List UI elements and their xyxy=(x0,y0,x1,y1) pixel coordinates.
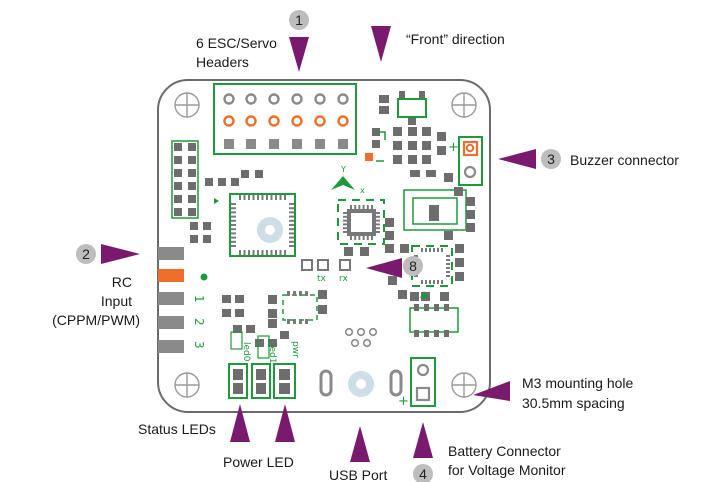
tx-label: tx xyxy=(317,274,327,284)
arrow-icon xyxy=(289,37,309,72)
left-components-outlines xyxy=(171,140,199,219)
battery-plus-label: + xyxy=(398,394,409,409)
callout-power-led: Power LED xyxy=(223,404,295,470)
arrow-icon xyxy=(275,404,295,442)
rc-pin-3-label: 3 xyxy=(192,341,206,349)
rc-input-pads: 1 2 3 xyxy=(158,247,208,353)
rx-label: rx xyxy=(339,274,348,284)
callout-mount-line2: 30.5mm spacing xyxy=(522,395,625,411)
axis-x-label: x xyxy=(360,186,365,195)
callout-mount-line1: M3 mounting hole xyxy=(522,375,634,391)
status-led-1 xyxy=(251,363,271,399)
front-direction-marker: Y x xyxy=(331,165,365,195)
arrow-icon xyxy=(498,149,536,169)
mounting-holes xyxy=(174,92,477,398)
callout-4-line2: for Voltage Monitor xyxy=(448,462,566,478)
callout-front: “Front” direction xyxy=(371,26,505,62)
callout-number-1-badge xyxy=(289,10,309,30)
rc-pin-1-label: 1 xyxy=(192,295,206,303)
callout-4-line1: Battery Connector xyxy=(448,443,561,459)
board: + Y xyxy=(157,79,491,413)
left-components xyxy=(174,143,263,243)
arrow-icon xyxy=(101,244,140,264)
callout-status-leds-label: Status LEDs xyxy=(138,421,216,437)
imu-chip xyxy=(337,199,385,245)
usb-port-pads xyxy=(319,327,403,397)
battery-connector-pads: + xyxy=(398,357,436,409)
callout-8: 8 xyxy=(366,256,423,278)
callout-1: 1 6 ESC/Servo Headers xyxy=(196,10,309,72)
callout-4: 4 Battery Connector for Voltage Monitor xyxy=(413,422,566,482)
main-mcu xyxy=(214,193,296,257)
uart-pads: tx rx xyxy=(301,259,351,284)
callout-number-2: 2 xyxy=(82,246,90,262)
esc-servo-headers xyxy=(213,83,357,155)
callout-usb: USB Port xyxy=(329,426,387,482)
status-led-0 xyxy=(228,363,248,399)
callout-power-led-label: Power LED xyxy=(223,454,294,470)
arrow-icon xyxy=(230,404,250,442)
callout-number-4: 4 xyxy=(419,466,427,482)
callout-number-3: 3 xyxy=(547,151,555,167)
callout-number-1: 1 xyxy=(295,12,303,28)
callout-1-line1: 6 ESC/Servo xyxy=(196,35,277,51)
led-area-components xyxy=(222,295,289,347)
callout-number-3-badge xyxy=(541,149,561,169)
led0-label: led0 xyxy=(241,342,251,362)
led-silk-labels: led0 led1 pwr xyxy=(230,331,300,363)
callout-2: 2 RC Input (CPPM/PWM) xyxy=(52,244,140,328)
pwr-label: pwr xyxy=(290,341,300,358)
callout-mount: M3 mounting hole 30.5mm spacing xyxy=(473,375,634,411)
led1-label: led1 xyxy=(267,344,277,363)
callout-2-line2: Input xyxy=(101,293,132,309)
callout-3-label: Buzzer connector xyxy=(570,152,679,168)
callout-usb-label: USB Port xyxy=(329,467,387,482)
callout-number-2-badge xyxy=(76,244,96,264)
arrow-icon xyxy=(413,422,433,458)
callout-3: 3 Buzzer connector xyxy=(498,149,679,169)
small-ic-middle xyxy=(268,290,327,328)
callout-status-leds: Status LEDs xyxy=(138,404,250,442)
arrow-icon xyxy=(350,426,370,462)
buzzer-plus-label: + xyxy=(448,140,459,155)
callout-1-line2: Headers xyxy=(196,54,249,70)
callout-number-4-badge xyxy=(413,464,433,482)
callout-2-line1: RC xyxy=(112,274,132,290)
callout-front-label: “Front” direction xyxy=(406,31,505,47)
arrow-icon xyxy=(366,258,402,278)
arrow-icon xyxy=(371,26,391,62)
callout-2-line3: (CPPM/PWM) xyxy=(52,312,140,328)
buzzer-connector-pads: + xyxy=(448,136,483,186)
axis-y-label: Y xyxy=(340,165,346,174)
leds xyxy=(228,363,296,399)
arrow-icon xyxy=(473,381,510,401)
power-led xyxy=(273,363,296,399)
rc-pin-2-label: 2 xyxy=(192,318,206,326)
callout-number-8-badge xyxy=(403,256,423,276)
top-right-components xyxy=(365,91,446,164)
callout-number-8: 8 xyxy=(409,258,417,274)
